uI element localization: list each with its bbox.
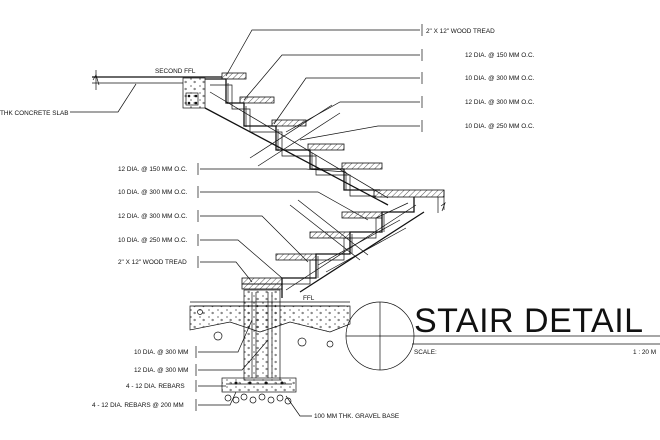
label-rebar-left-3: 12 DIA. @ 300 MM O.C.: [118, 213, 188, 220]
label-ffl: FFL: [303, 295, 315, 302]
label-rebar-left-1: 12 DIA. @ 150 MM O.C.: [118, 166, 188, 173]
title-block: [345, 301, 660, 371]
label-footing-4: 4 - 12 DIA. REBARS @ 200 MM: [92, 402, 184, 409]
label-gravel-base: 100 MM THK. GRAVEL BASE: [314, 413, 399, 420]
break-lines: [249, 104, 407, 273]
label-footing-3: 4 - 12 DIA. REBARS: [126, 383, 185, 390]
label-rebar-right-4: 10 DIA. @ 250 MM O.C.: [465, 123, 535, 130]
label-rebar-right-1: 12 DIA. @ 150 MM O.C.: [465, 52, 535, 59]
leaders-left: [70, 83, 369, 417]
drawing-title: STAIR DETAIL: [414, 302, 644, 340]
label-footing-1: 10 DIA. @ 300 MM: [134, 349, 188, 356]
label-rebar-left-2: 10 DIA. @ 300 MM O.C.: [118, 189, 188, 196]
upper-slab: [92, 70, 222, 109]
scale-label: SCALE:: [414, 349, 437, 356]
footing: [189, 283, 351, 405]
label-footing-2: 12 DIA. @ 300 MM: [134, 367, 188, 374]
leaders-right: [225, 24, 423, 141]
label-wood-tread-bottom: 2" X 12" WOOD TREAD: [118, 259, 187, 266]
label-rebar-right-3: 12 DIA. @ 300 MM O.C.: [465, 99, 535, 106]
scale-value: 1 : 20 M: [633, 349, 656, 356]
label-rebar-right-2: 10 DIA. @ 300 MM O.C.: [465, 75, 535, 82]
label-second-ffl: SECOND FFL: [155, 68, 196, 75]
label-rebar-left-4: 10 DIA. @ 250 MM O.C.: [118, 237, 188, 244]
upper-flight: [204, 72, 389, 206]
label-concrete-slab: THK CONCRETE SLAB: [0, 110, 69, 117]
label-wood-tread-top: 2" X 12" WOOD TREAD: [426, 28, 495, 35]
